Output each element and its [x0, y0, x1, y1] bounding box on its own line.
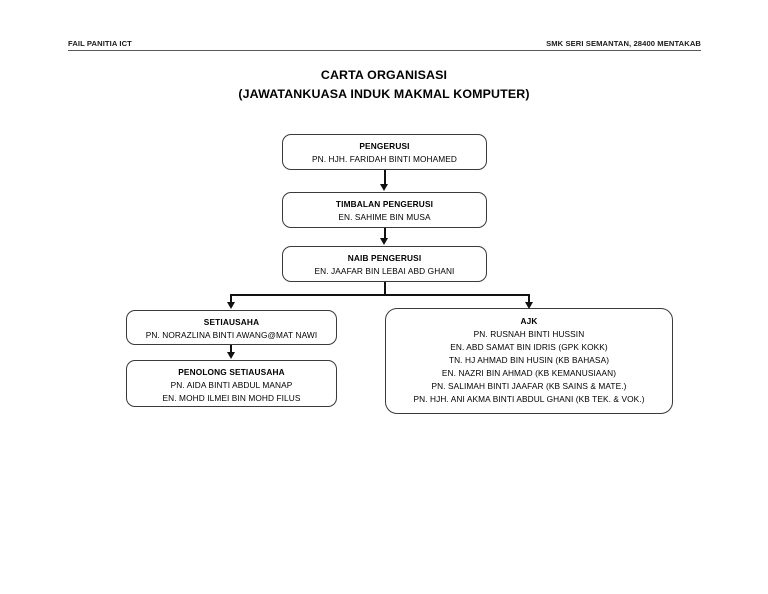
node-person-name: PN. RUSNAH BINTI HUSSIN: [473, 329, 585, 339]
node-person-name: EN. ABD SAMAT BIN IDRIS (GPK KOKK): [450, 342, 608, 352]
node-person-name: TN. HJ AHMAD BIN HUSIN (KB BAHASA): [448, 355, 610, 365]
header-left-text: FAIL PANITIA ICT: [68, 39, 132, 48]
node-person-name: EN. MOHD ILMEI BIN MOHD FILUS: [162, 393, 301, 403]
node-ajk: AJK PN. RUSNAH BINTI HUSSIN EN. ABD SAMA…: [385, 308, 673, 414]
connector-setiausaha-to-penolong: [230, 345, 232, 354]
header-right-text: SMK SERI SEMANTAN, 28400 MENTAKAB: [546, 39, 701, 48]
connector-split-to-ajk: [528, 294, 530, 304]
node-naib-pengerusi: NAIB PENGERUSI EN. JAAFAR BIN LEBAI ABD …: [282, 246, 487, 282]
node-role-label: SETIAUSAHA: [203, 317, 260, 327]
arrow-head-icon: [524, 302, 533, 309]
arrow-head-icon: [380, 238, 388, 245]
connector-pengerusi-to-timbalan: [383, 170, 386, 185]
node-person-name: EN. NAZRI BIN AHMAD (KB KEMANUSIAAN): [441, 368, 617, 378]
arrow-head-icon: [226, 302, 235, 309]
arrow-head-icon: [226, 352, 235, 359]
node-role-label: PENGERUSI: [359, 141, 410, 151]
connector-split-to-setiausaha: [230, 294, 232, 304]
node-person-name: EN. JAAFAR BIN LEBAI ABD GHANI: [314, 266, 455, 276]
node-penolong-setiausaha: PENOLONG SETIAUSAHA PN. AIDA BINTI ABDUL…: [126, 360, 337, 407]
page-title: CARTA ORGANISASI (JAWATANKUASA INDUK MAK…: [0, 66, 768, 104]
node-role-label: AJK: [520, 316, 538, 326]
node-role-label: NAIB PENGERUSI: [347, 253, 422, 263]
node-timbalan-pengerusi: TIMBALAN PENGERUSI EN. SAHIME BIN MUSA: [282, 192, 487, 228]
title-line-2: (JAWATANKUASA INDUK MAKMAL KOMPUTER): [238, 87, 530, 101]
node-person-name: PN. HJH. ANI AKMA BINTI ABDUL GHANI (KB …: [413, 394, 645, 404]
node-role-label: PENOLONG SETIAUSAHA: [178, 367, 285, 377]
node-person-name: PN. SALIMAH BINTI JAAFAR (KB SAINS & MAT…: [431, 381, 627, 391]
arrow-head-icon: [380, 184, 388, 191]
node-setiausaha: SETIAUSAHA PN. NORAZLINA BINTI AWANG@MAT…: [126, 310, 337, 345]
node-person-name: PN. NORAZLINA BINTI AWANG@MAT NAWI: [145, 330, 318, 340]
title-line-1: CARTA ORGANISASI: [320, 68, 448, 82]
node-person-name: PN. AIDA BINTI ABDUL MANAP: [170, 380, 293, 390]
document-header: FAIL PANITIA ICT SMK SERI SEMANTAN, 2840…: [68, 33, 701, 51]
node-role-label: TIMBALAN PENGERUSI: [335, 199, 434, 209]
connector-timbalan-to-naib: [383, 228, 386, 239]
node-pengerusi: PENGERUSI PN. HJH. FARIDAH BINTI MOHAMED: [282, 134, 487, 170]
node-person-name: PN. HJH. FARIDAH BINTI MOHAMED: [312, 154, 457, 164]
connector-split-bar: [231, 294, 530, 296]
connector-naib-to-split: [383, 282, 386, 295]
node-person-name: EN. SAHIME BIN MUSA: [338, 212, 431, 222]
